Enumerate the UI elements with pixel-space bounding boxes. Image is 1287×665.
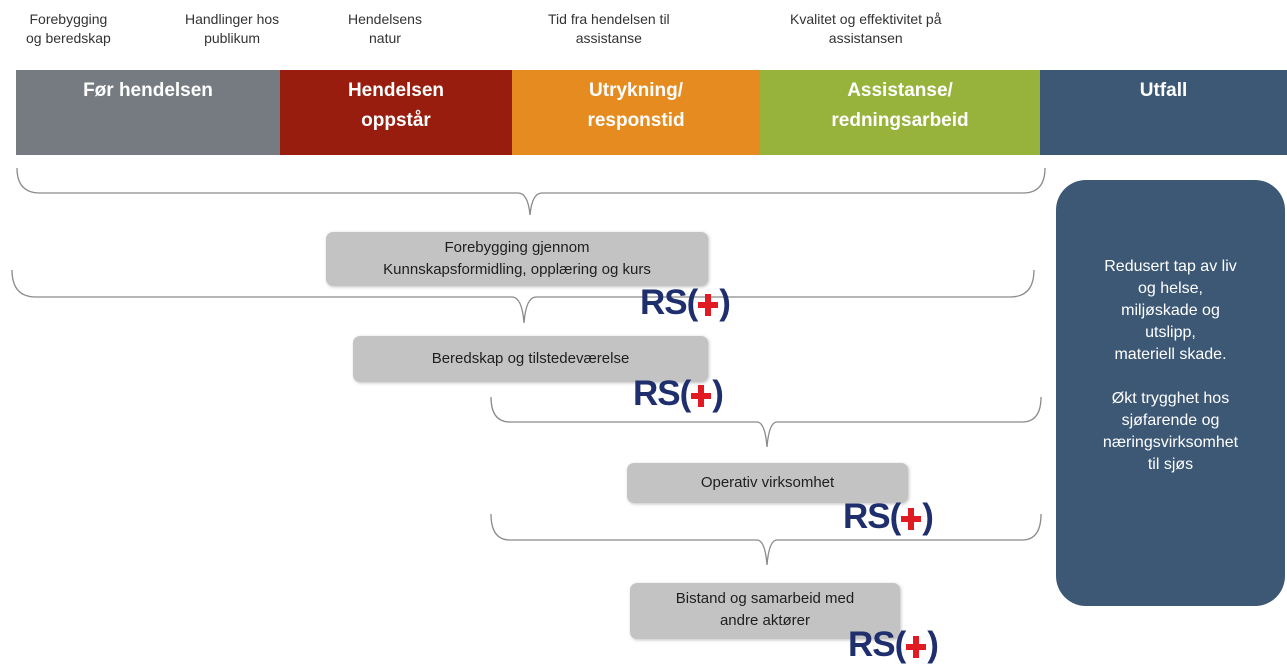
phase-label: Assistanse/ (847, 80, 953, 101)
phase-label: Før hendelsen (83, 80, 213, 101)
top-label-assistance-quality: Kvalitet og effektivitet på assistansen (790, 10, 942, 48)
logo-text: RS( (640, 283, 698, 322)
phase-assistance: Assistanse/ redningsarbeid (760, 70, 1040, 155)
activity-label: Bistand og samarbeid med (675, 590, 855, 607)
logo-text: RS( (843, 497, 901, 536)
outcome-line: til sjøs (1147, 456, 1194, 473)
activity-preparedness: Beredskap og tilstedeværelse (353, 336, 708, 382)
outcome-line: Økt trygghet hos (1111, 390, 1230, 407)
activity-operations: Operativ virksomhet (627, 463, 908, 503)
top-label-line: assistanse (575, 30, 642, 46)
logo-text: RS( (848, 625, 906, 664)
phase-label: Utfall (1139, 80, 1188, 101)
red-cross-icon (906, 636, 927, 658)
red-cross-icon (901, 508, 922, 530)
top-label-line: Forebygging (29, 11, 108, 27)
outcome-line: Redusert tap av liv (1104, 258, 1237, 275)
brace-operations (490, 513, 1042, 566)
top-label-response-time: Tid fra hendelsen til assistanse (548, 10, 670, 48)
top-label-line: Handlinger hos (185, 11, 280, 27)
outcome-line: miljøskade og (1121, 302, 1220, 319)
brace-prevention (11, 269, 1035, 324)
phase-label: responstid (587, 110, 685, 131)
phase-outcome: Utfall (1040, 70, 1287, 155)
phase-before-incident: Før hendelsen (16, 70, 280, 155)
top-label-public-actions: Handlinger hos publikum (185, 10, 279, 48)
phase-label: Utrykning/ (589, 80, 683, 101)
top-label-line: Kvalitet og effektivitet på (790, 11, 942, 27)
brace-top (16, 167, 1046, 216)
outcome-line: utslipp, (1145, 324, 1196, 341)
logo-text: ) (927, 625, 939, 664)
rs-logo: RS() (640, 283, 731, 323)
logo-text: ) (719, 283, 731, 322)
rs-logo: RS() (633, 374, 724, 414)
outcome-line: og helse, (1138, 280, 1203, 297)
phase-label: redningsarbeid (831, 110, 969, 131)
logo-text: ) (922, 497, 934, 536)
rs-logo: RS() (848, 625, 939, 665)
top-label-line: og beredskap (26, 30, 111, 46)
activity-prevention: Forebygging gjennom Kunnskapsformidling,… (326, 232, 708, 286)
activity-cooperation: Bistand og samarbeid med andre aktører (630, 583, 900, 639)
outcome-line: materiell skade. (1114, 346, 1227, 363)
outcome-line: sjøfarende og (1121, 412, 1220, 429)
activity-label: Kunnskapsformidling, opplæring og kurs (383, 261, 651, 278)
outcome-line: næringsvirksomhet (1102, 434, 1239, 451)
outcome-box: Redusert tap av liv og helse, miljøskade… (1056, 180, 1285, 606)
logo-text: ) (712, 374, 724, 413)
outcome-spacer (1056, 366, 1285, 388)
top-label-line: natur (369, 30, 401, 46)
activity-label: Beredskap og tilstedeværelse (431, 350, 630, 367)
brace-preparedness (490, 396, 1042, 448)
phase-label: oppstår (361, 110, 431, 131)
top-label-line: publikum (204, 30, 261, 46)
phase-incident-occurs: Hendelsen oppstår (280, 70, 512, 155)
red-cross-icon (691, 385, 712, 407)
activity-label: andre aktører (719, 612, 811, 629)
top-label-incident-nature: Hendelsens natur (348, 10, 422, 48)
top-label-line: Tid fra hendelsen til (548, 11, 670, 27)
phase-response: Utrykning/ responstid (512, 70, 760, 155)
top-label-line: assistansen (828, 30, 903, 46)
logo-text: RS( (633, 374, 691, 413)
rs-logo: RS() (843, 497, 934, 537)
red-cross-icon (698, 294, 719, 316)
top-label-prevention: Forebygging og beredskap (26, 10, 111, 48)
activity-label: Forebygging gjennom (444, 239, 590, 256)
top-label-line: Hendelsens (348, 11, 422, 27)
activity-label: Operativ virksomhet (700, 474, 835, 491)
phase-label: Hendelsen (347, 80, 445, 101)
